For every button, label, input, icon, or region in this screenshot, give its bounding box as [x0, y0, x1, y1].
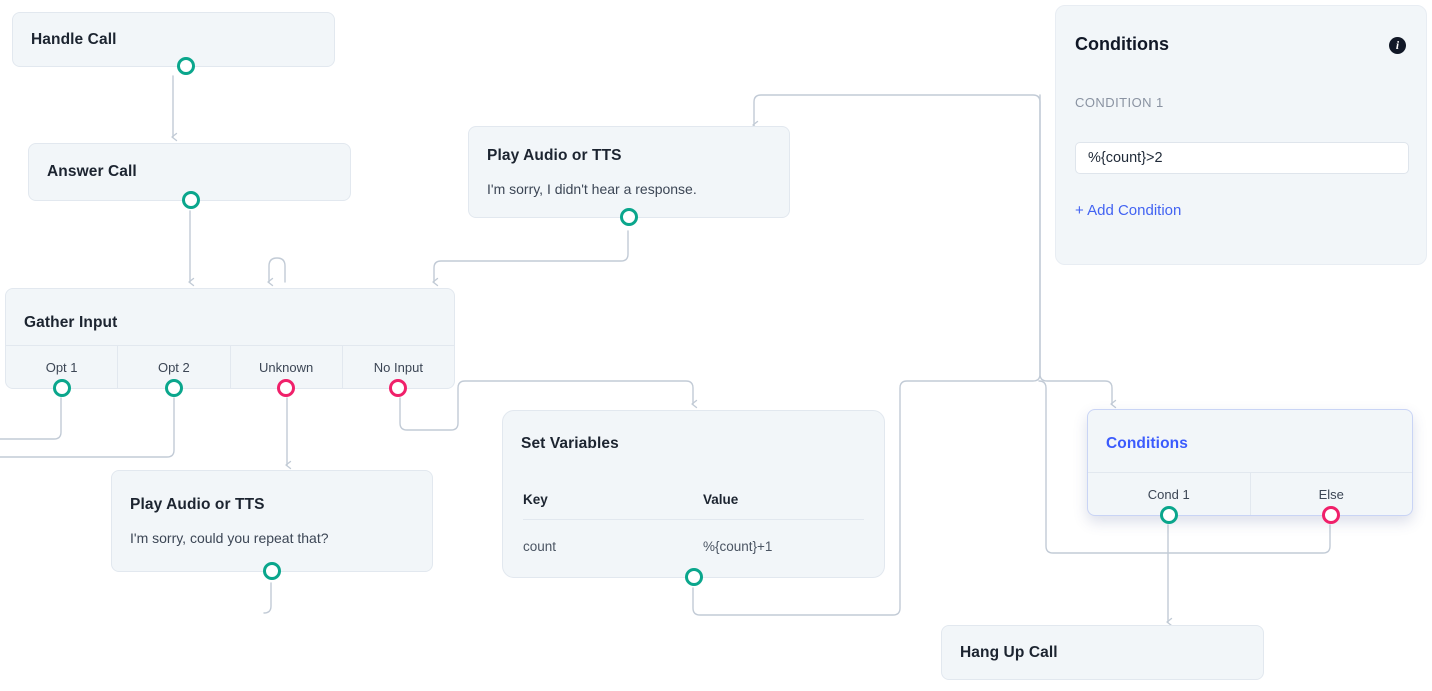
- condition-input[interactable]: %{count}>2: [1075, 142, 1409, 174]
- port-label: Opt 1: [45, 359, 78, 375]
- port-opt-2[interactable]: Opt 2: [117, 346, 229, 397]
- output-port-green[interactable]: [620, 208, 638, 226]
- output-port-green[interactable]: [685, 568, 703, 586]
- condition-label: CONDITION 1: [1075, 95, 1164, 110]
- port-opt-1[interactable]: Opt 1: [6, 346, 117, 397]
- condition-value: %{count}>2: [1088, 150, 1163, 166]
- port-label: Else: [1318, 486, 1344, 502]
- node-title: Answer Call: [47, 163, 137, 181]
- port-cond-1[interactable]: Cond 1: [1088, 473, 1250, 524]
- node-play-audio-repeat[interactable]: Play Audio or TTS I'm sorry, could you r…: [111, 470, 433, 580]
- node-title: Hang Up Call: [960, 643, 1058, 661]
- port-no-input[interactable]: No Input: [341, 346, 454, 397]
- node-subtitle: I'm sorry, could you repeat that?: [130, 530, 329, 547]
- node-title: Set Variables: [521, 435, 619, 452]
- output-port-green[interactable]: [177, 57, 195, 75]
- table-divider: [523, 519, 864, 520]
- node-title: Play Audio or TTS: [130, 495, 265, 513]
- port-label: Unknown: [259, 359, 314, 375]
- cell-value: %{count}+1: [703, 539, 773, 554]
- column-header-value: Value: [703, 492, 739, 507]
- panel-title: Conditions: [1075, 34, 1169, 54]
- output-port-green[interactable]: [182, 191, 200, 209]
- port-strip: Cond 1 Else: [1088, 472, 1413, 524]
- port-label: Opt 2: [157, 359, 190, 375]
- port-dot-green[interactable]: [164, 379, 183, 397]
- port-unknown[interactable]: Unknown: [229, 346, 342, 397]
- port-dot-pink[interactable]: [277, 379, 296, 397]
- port-strip: Opt 1 Opt 2 Unknown No Input: [6, 345, 454, 397]
- node-subtitle: I'm sorry, I didn't hear a response.: [487, 181, 697, 198]
- output-port-green[interactable]: [263, 562, 281, 580]
- port-dot-green[interactable]: [1159, 506, 1178, 524]
- node-title: Conditions: [1106, 435, 1188, 452]
- node-set-variables[interactable]: Set Variables Key Value count %{count}+1: [502, 410, 885, 586]
- port-label: No Input: [373, 359, 423, 375]
- column-header-key: Key: [523, 492, 548, 507]
- node-gather-input[interactable]: Gather Input Opt 1 Opt 2 Unknown No Inpu…: [5, 288, 455, 397]
- port-dot-pink[interactable]: [1322, 506, 1341, 524]
- table-header-row: Key Value: [503, 492, 884, 507]
- conditions-inspector-panel: Conditions i CONDITION 1 %{count}>2 + Ad…: [1055, 5, 1427, 265]
- port-dot-green[interactable]: [52, 379, 71, 397]
- node-play-audio-no-response[interactable]: Play Audio or TTS I'm sorry, I didn't he…: [468, 126, 790, 226]
- node-title: Play Audio or TTS: [487, 146, 622, 164]
- cell-key: count: [523, 539, 557, 554]
- node-answer-call[interactable]: Answer Call: [28, 143, 351, 209]
- port-else[interactable]: Else: [1249, 473, 1413, 524]
- node-conditions[interactable]: Conditions Cond 1 Else: [1087, 409, 1413, 524]
- node-hang-up-call[interactable]: Hang Up Call: [941, 625, 1264, 680]
- node-title: Gather Input: [24, 314, 118, 331]
- node-handle-call[interactable]: Handle Call: [12, 12, 335, 75]
- node-title: Handle Call: [31, 30, 117, 48]
- port-dot-pink[interactable]: [389, 379, 408, 397]
- info-icon[interactable]: i: [1389, 37, 1406, 54]
- table-row: count %{count}+1: [503, 539, 884, 554]
- add-condition-link[interactable]: + Add Condition: [1075, 202, 1182, 219]
- port-label: Cond 1: [1147, 486, 1190, 502]
